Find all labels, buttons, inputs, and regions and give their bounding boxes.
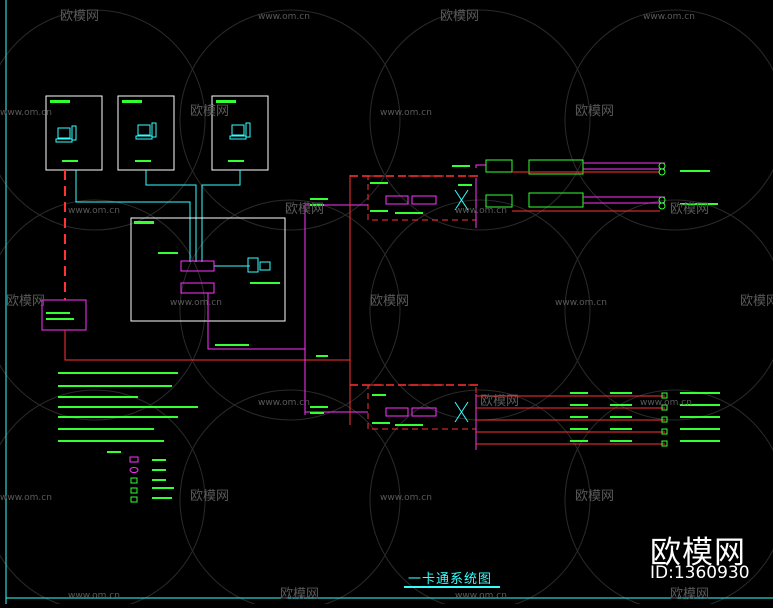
server-box [180, 282, 215, 294]
svg-text:www.om.cn: www.om.cn [380, 108, 432, 118]
svg-text:www.om.cn: www.om.cn [455, 206, 507, 216]
svg-text:www.om.cn: www.om.cn [0, 493, 52, 503]
tiny-labels [46, 165, 718, 426]
svg-text:www.om.cn: www.om.cn [258, 398, 310, 408]
switch-box [180, 260, 215, 272]
svg-text:欧模网: 欧模网 [575, 489, 614, 504]
svg-text:欧模网: 欧模网 [190, 104, 229, 119]
svg-text:欧模网: 欧模网 [280, 587, 319, 602]
svg-text:欧模网: 欧模网 [6, 294, 45, 309]
svg-text:www.om.cn: www.om.cn [555, 298, 607, 308]
title-underline [404, 586, 500, 588]
watermark-labels: 欧模网 欧模网 欧模网 欧模网 欧模网 欧模网 欧模网 欧模网 欧模网 欧模网 … [6, 9, 773, 602]
svg-text:www.om.cn: www.om.cn [0, 108, 52, 118]
svg-text:欧模网: 欧模网 [740, 294, 773, 309]
brand-id: ID:1360930 [650, 563, 750, 583]
computer-icon [55, 122, 251, 143]
svg-text:www.om.cn: www.om.cn [455, 591, 507, 601]
svg-text:欧模网: 欧模网 [480, 394, 519, 409]
svg-text:欧模网: 欧模网 [190, 489, 229, 504]
cyan-network-links [75, 170, 250, 267]
upper-subsystem [350, 159, 666, 228]
svg-text:欧模网: 欧模网 [440, 9, 479, 24]
svg-text:欧模网: 欧模网 [670, 587, 709, 602]
svg-text:欧模网: 欧模网 [575, 104, 614, 119]
brand-name: 欧模网 [650, 535, 746, 571]
svg-text:www.om.cn: www.om.cn [640, 398, 692, 408]
legend [129, 456, 139, 503]
svg-text:欧模网: 欧模网 [370, 294, 409, 309]
workstation-box-1 [45, 95, 103, 171]
svg-text:欧模网: 欧模网 [285, 202, 324, 217]
svg-text:www.om.cn: www.om.cn [170, 298, 222, 308]
diagram-title: 一卡通系统图 [408, 572, 493, 587]
svg-text:www.om.cn: www.om.cn [258, 12, 310, 22]
svg-text:www.om.cn: www.om.cn [68, 591, 120, 601]
server-icon [247, 257, 271, 273]
svg-text:www.om.cn: www.om.cn [380, 493, 432, 503]
svg-text:欧模网: 欧模网 [60, 9, 99, 24]
svg-text:欧模网: 欧模网 [670, 202, 709, 217]
notes-block [58, 372, 198, 442]
svg-text:www.om.cn: www.om.cn [643, 12, 695, 22]
watermark-urls: www.om.cn www.om.cn www.om.cn www.om.cn … [0, 12, 695, 601]
svg-text:www.om.cn: www.om.cn [68, 206, 120, 216]
lower-subsystem [350, 384, 720, 450]
